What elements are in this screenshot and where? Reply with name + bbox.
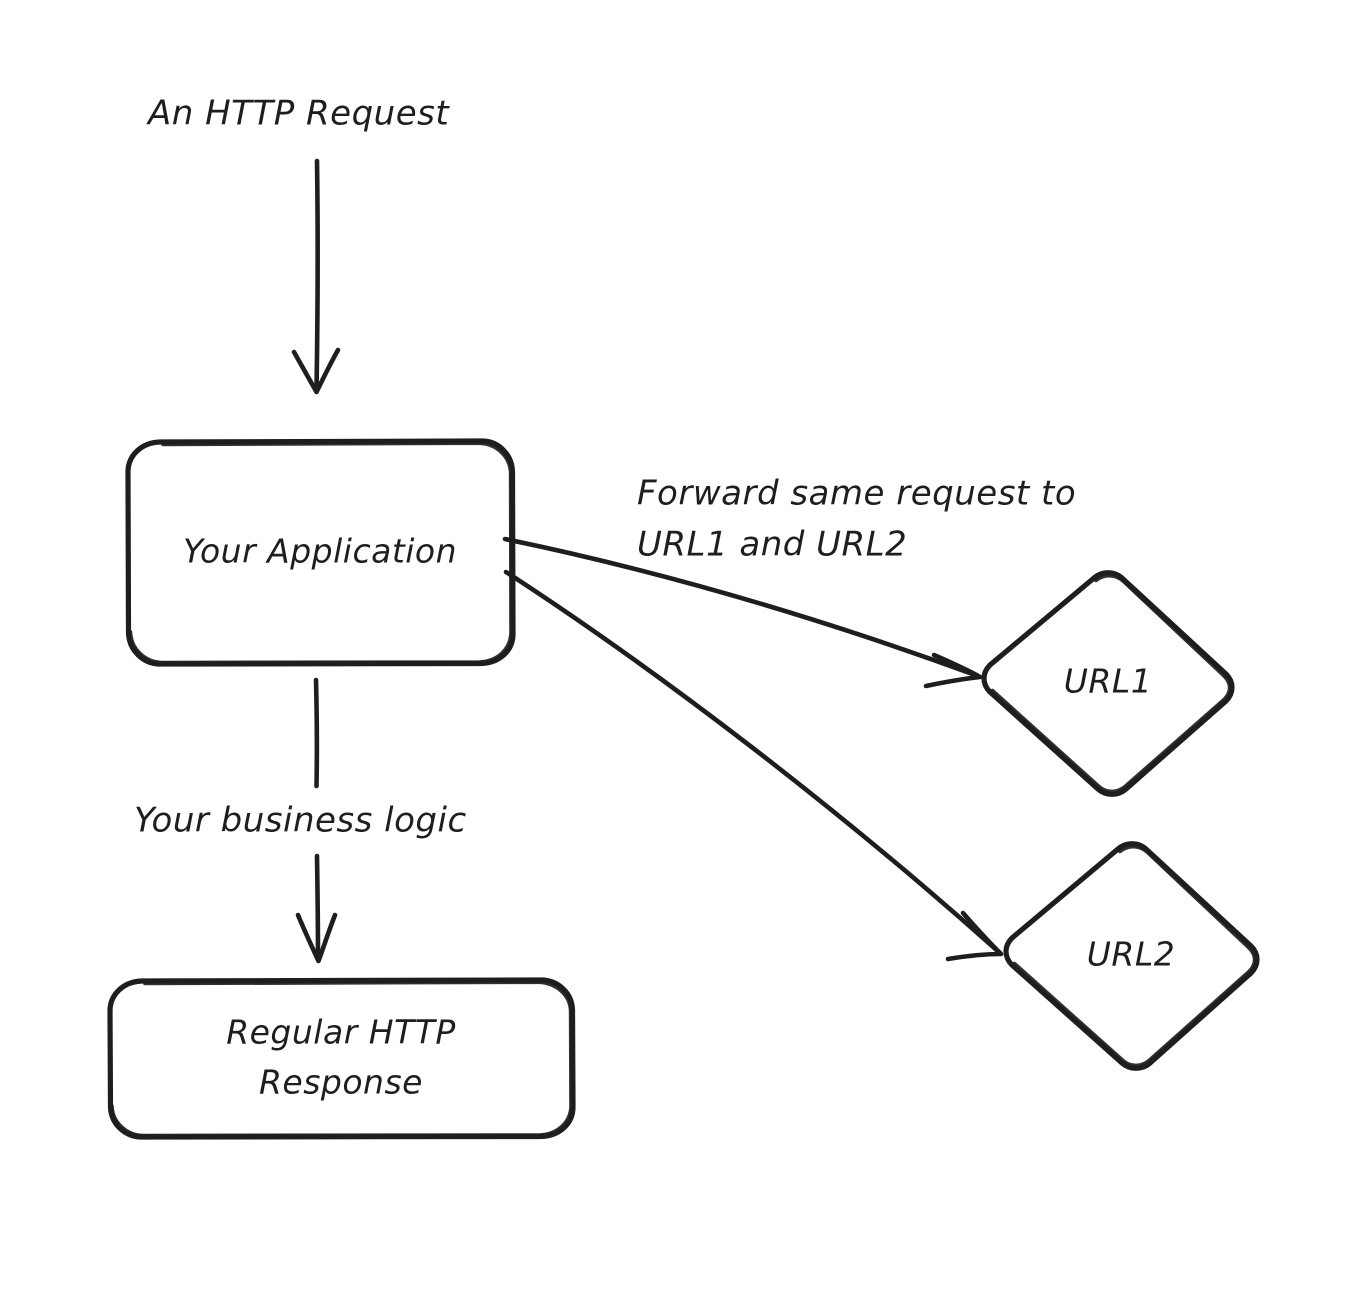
url1-label: URL1	[1064, 662, 1152, 701]
edge-incoming-request	[291, 158, 341, 395]
node-your-application[interactable]: Your Application	[125, 438, 516, 667]
forward-url1-line	[502, 536, 981, 679]
forward-url2-arrowhead	[945, 910, 1004, 962]
incoming-request-arrowhead	[291, 347, 341, 395]
your-application-label: Your Application	[183, 532, 457, 571]
business-logic-line-upper	[313, 677, 320, 789]
url1-diamond-sketch	[990, 573, 1232, 794]
forward-label-line1: Forward same request to	[637, 474, 1076, 514]
forward-label-line2: URL1 and URL2	[637, 525, 907, 565]
regular-http-response-box-outline	[107, 977, 576, 1140]
url2-diamond-sketch	[1012, 844, 1257, 1068]
forward-url2-line	[503, 569, 1003, 956]
incoming-request-label: An HTTP Request	[146, 94, 450, 134]
url1-diamond-outline	[981, 570, 1235, 797]
node-regular-http-response[interactable]: Regular HTTP Response	[107, 977, 576, 1140]
node-url2[interactable]: URL2	[1003, 841, 1260, 1071]
node-url1[interactable]: URL1	[981, 570, 1235, 797]
your-application-box-sketch	[128, 441, 513, 665]
edge-business-logic	[295, 677, 338, 964]
edge-forward-url2	[503, 569, 1004, 962]
forward-url1-arrowhead	[923, 652, 983, 689]
business-logic-line-lower	[314, 853, 321, 961]
regular-http-response-label-line1: Regular HTTP	[226, 1013, 456, 1052]
business-logic-label: Your business logic	[134, 801, 467, 841]
incoming-request-line	[314, 158, 320, 393]
business-logic-arrowhead	[295, 912, 338, 964]
regular-http-response-label-line2: Response	[259, 1063, 423, 1102]
edge-forward-url1	[502, 536, 983, 689]
url2-label: URL2	[1087, 935, 1175, 974]
url2-diamond-outline	[1003, 841, 1260, 1071]
regular-http-response-box-sketch	[110, 980, 573, 1138]
